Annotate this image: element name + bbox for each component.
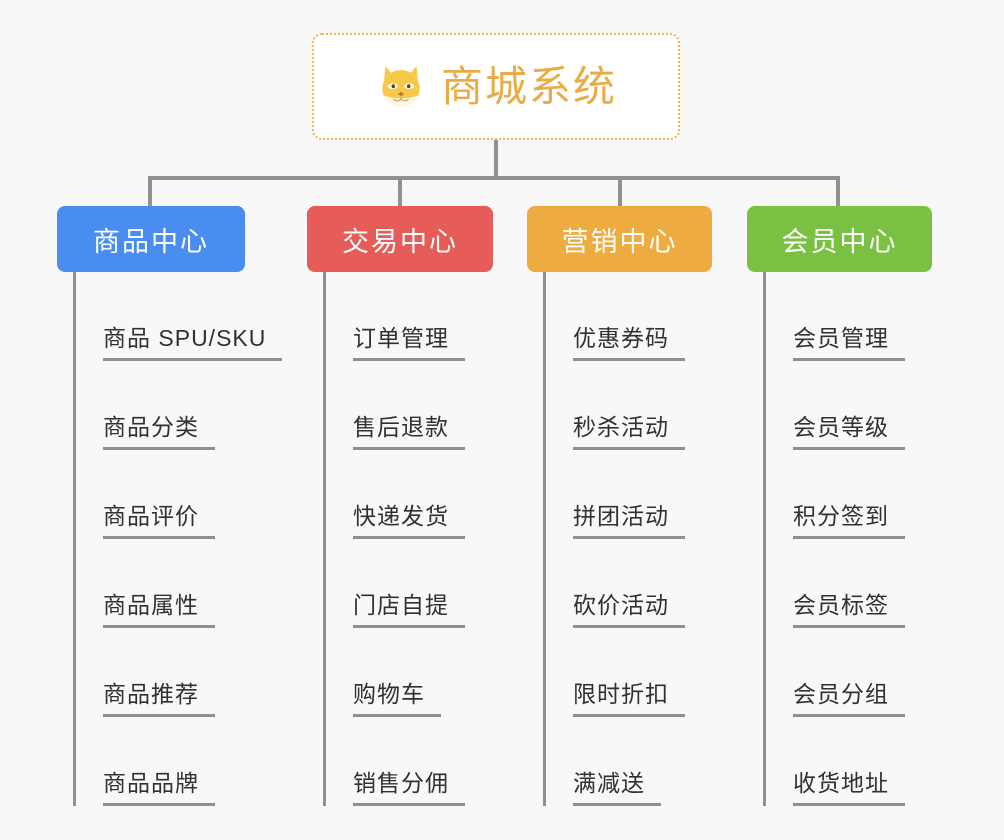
category-box-member-center[interactable]: 会员中心: [747, 206, 932, 272]
leaf-item[interactable]: 门店自提: [326, 539, 465, 628]
leaf-label: 销售分佣: [353, 770, 465, 806]
leaf-label: 会员管理: [793, 325, 905, 361]
leaf-item[interactable]: 订单管理: [326, 272, 465, 361]
category-box-trade-center[interactable]: 交易中心: [307, 206, 493, 272]
leaf-item[interactable]: 商品推荐: [76, 628, 215, 717]
leaf-label: 商品品牌: [103, 770, 215, 806]
category-title: 营销中心: [561, 226, 678, 257]
category-box-product-center[interactable]: 商品中心: [57, 206, 245, 272]
leaf-item[interactable]: 购物车: [326, 628, 441, 717]
connector-drop-4: [836, 176, 840, 206]
leaf-label: 快递发货: [353, 503, 465, 539]
leaf-label: 订单管理: [353, 325, 465, 361]
leaf-item[interactable]: 商品分类: [76, 361, 215, 450]
leaf-label: 限时折扣: [573, 681, 685, 717]
shiba-dog-face-icon: [382, 65, 420, 107]
leaf-trunk: [323, 272, 326, 806]
leaf-label: 商品评价: [103, 503, 215, 539]
leaf-label: 商品分类: [103, 414, 215, 450]
leaf-item[interactable]: 快递发货: [326, 450, 465, 539]
leaf-item[interactable]: 秒杀活动: [546, 361, 685, 450]
leaf-item[interactable]: 商品评价: [76, 450, 215, 539]
leaf-label: 商品属性: [103, 592, 215, 628]
connector-drop-3: [618, 176, 622, 206]
leaf-label: 拼团活动: [573, 503, 685, 539]
leaf-item[interactable]: 会员标签: [766, 539, 905, 628]
leaf-label: 门店自提: [353, 592, 465, 628]
leaf-item[interactable]: 限时折扣: [546, 628, 685, 717]
leaf-item[interactable]: 商品属性: [76, 539, 215, 628]
leaf-item[interactable]: 满减送: [546, 717, 661, 806]
leaf-item[interactable]: 积分签到: [766, 450, 905, 539]
root-title: 商城系统: [440, 62, 617, 110]
leaf-label: 积分签到: [793, 503, 905, 539]
leaf-trunk: [73, 272, 76, 806]
leaf-item[interactable]: 拼团活动: [546, 450, 685, 539]
category-title: 交易中心: [342, 226, 458, 257]
leaf-label: 会员标签: [793, 592, 905, 628]
leaf-item[interactable]: 商品品牌: [76, 717, 215, 806]
category-box-marketing-center[interactable]: 营销中心: [527, 206, 712, 272]
connector-horizontal-bus: [148, 176, 838, 180]
leaf-item[interactable]: 会员管理: [766, 272, 905, 361]
leaf-trunk: [543, 272, 546, 806]
leaf-label: 优惠券码: [573, 325, 685, 361]
leaf-item[interactable]: 砍价活动: [546, 539, 685, 628]
connector-root-stem: [494, 140, 498, 178]
leaf-item[interactable]: 售后退款: [326, 361, 465, 450]
leaf-label: 会员分组: [793, 681, 905, 717]
category-title: 会员中心: [781, 226, 898, 257]
leaf-label: 商品 SPU/SKU: [103, 325, 283, 361]
leaf-label: 砍价活动: [573, 592, 685, 628]
leaf-label: 满减送: [573, 770, 661, 806]
leaf-item[interactable]: 会员等级: [766, 361, 905, 450]
leaf-item[interactable]: 优惠券码: [546, 272, 685, 361]
leaf-item[interactable]: 会员分组: [766, 628, 905, 717]
leaf-trunk: [763, 272, 766, 806]
leaf-item[interactable]: 商品 SPU/SKU: [76, 272, 283, 361]
connector-drop-2: [398, 176, 402, 206]
leaf-label: 秒杀活动: [573, 414, 685, 450]
leaf-label: 购物车: [353, 681, 441, 717]
leaf-label: 收货地址: [793, 770, 905, 806]
leaf-item[interactable]: 收货地址: [766, 717, 905, 806]
leaf-label: 商品推荐: [103, 681, 215, 717]
connector-drop-1: [148, 176, 152, 206]
leaf-label: 会员等级: [793, 414, 905, 450]
root-node-mall-system[interactable]: 商城系统: [312, 33, 680, 140]
leaf-label: 售后退款: [353, 414, 465, 450]
category-title: 商品中心: [93, 226, 209, 257]
leaf-item[interactable]: 销售分佣: [326, 717, 465, 806]
